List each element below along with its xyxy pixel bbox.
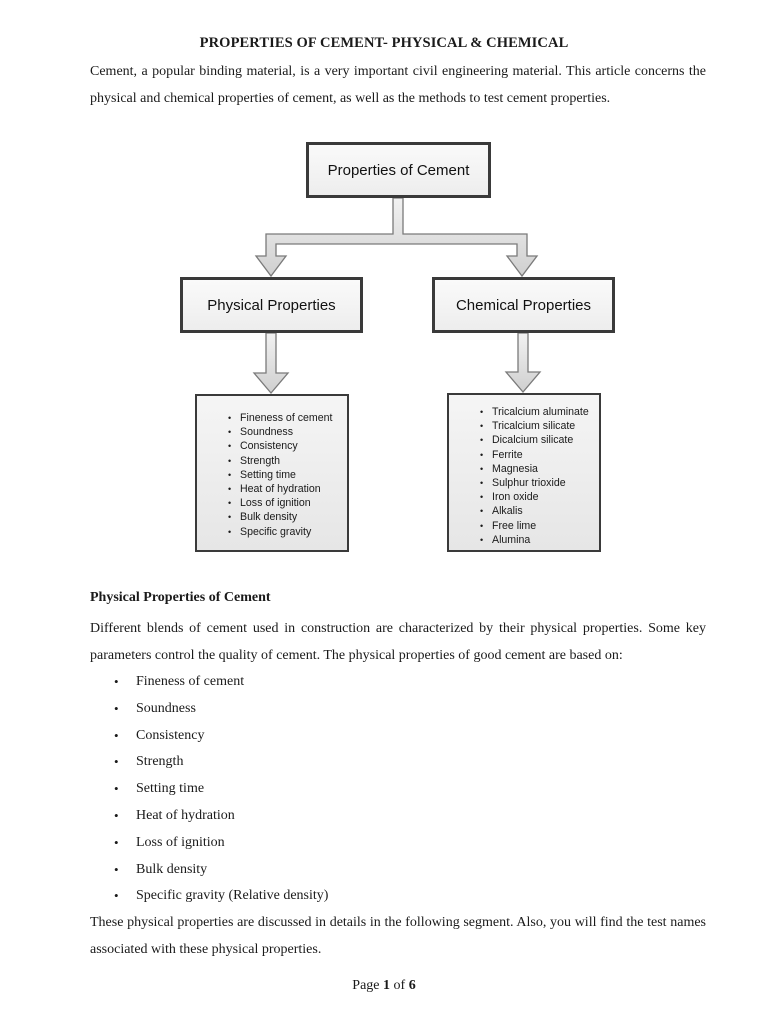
total-pages: 6 — [408, 978, 416, 993]
current-page: 1 — [383, 978, 391, 993]
list-item: Ferrite — [449, 448, 599, 462]
list-item: Magnesia — [449, 462, 599, 476]
diagram-physical-label: Physical Properties — [207, 296, 336, 314]
diagram-root-label: Properties of Cement — [327, 161, 470, 179]
list-item: Bulk density — [90, 857, 328, 884]
page-prefix: Page — [352, 978, 384, 993]
physical-properties-bullet-list: Fineness of cement Soundness Consistency… — [90, 669, 328, 910]
list-item: Alkalis — [449, 504, 599, 518]
list-item: Specific gravity — [197, 525, 347, 539]
list-item: Loss of ignition — [90, 830, 328, 857]
closing-paragraph: These physical properties are discussed … — [90, 915, 706, 957]
list-item: Free lime — [449, 519, 599, 533]
list-item: Tricalcium silicate — [449, 419, 599, 433]
list-item: Setting time — [197, 468, 347, 482]
connector-root-split — [254, 197, 539, 278]
list-item: Strength — [90, 749, 328, 776]
page-title: PROPERTIES OF CEMENT- PHYSICAL & CHEMICA… — [199, 35, 569, 51]
list-item: Soundness — [90, 696, 328, 723]
physical-properties-list-box: Fineness of cement Soundness Consistency… — [195, 394, 349, 552]
list-item: Strength — [197, 454, 347, 468]
list-item: Fineness of cement — [197, 411, 347, 425]
section-heading: Physical Properties of Cement — [90, 590, 271, 605]
diagram-root-box: Properties of Cement — [306, 142, 491, 198]
list-item: Bulk density — [197, 510, 347, 524]
list-item: Consistency — [90, 723, 328, 750]
list-item: Iron oxide — [449, 490, 599, 504]
list-item: Tricalcium aluminate — [449, 405, 599, 419]
list-item: Heat of hydration — [90, 803, 328, 830]
list-item: Fineness of cement — [90, 669, 328, 696]
list-item: Sulphur trioxide — [449, 476, 599, 490]
arrow-chemical — [504, 332, 542, 394]
list-item: Setting time — [90, 776, 328, 803]
diagram-chemical-label: Chemical Properties — [455, 296, 592, 314]
diagram-physical-box: Physical Properties — [180, 277, 363, 333]
list-item: Specific gravity (Relative density) — [90, 883, 328, 910]
list-item: Loss of ignition — [197, 496, 347, 510]
intro-paragraph: Cement, a popular binding material, is a… — [90, 64, 706, 106]
diagram-chemical-box: Chemical Properties — [432, 277, 615, 333]
chemical-properties-list-box: Tricalcium aluminate Tricalcium silicate… — [447, 393, 601, 552]
list-item: Consistency — [197, 439, 347, 453]
list-item: Dicalcium silicate — [449, 433, 599, 447]
section-paragraph: Different blends of cement used in const… — [90, 621, 706, 663]
arrow-physical — [252, 332, 290, 395]
list-item: Alumina — [449, 533, 599, 547]
page-number: Page 1 of 6 — [0, 978, 768, 994]
list-item: Soundness — [197, 425, 347, 439]
page-of: of — [390, 978, 409, 993]
list-item: Heat of hydration — [197, 482, 347, 496]
